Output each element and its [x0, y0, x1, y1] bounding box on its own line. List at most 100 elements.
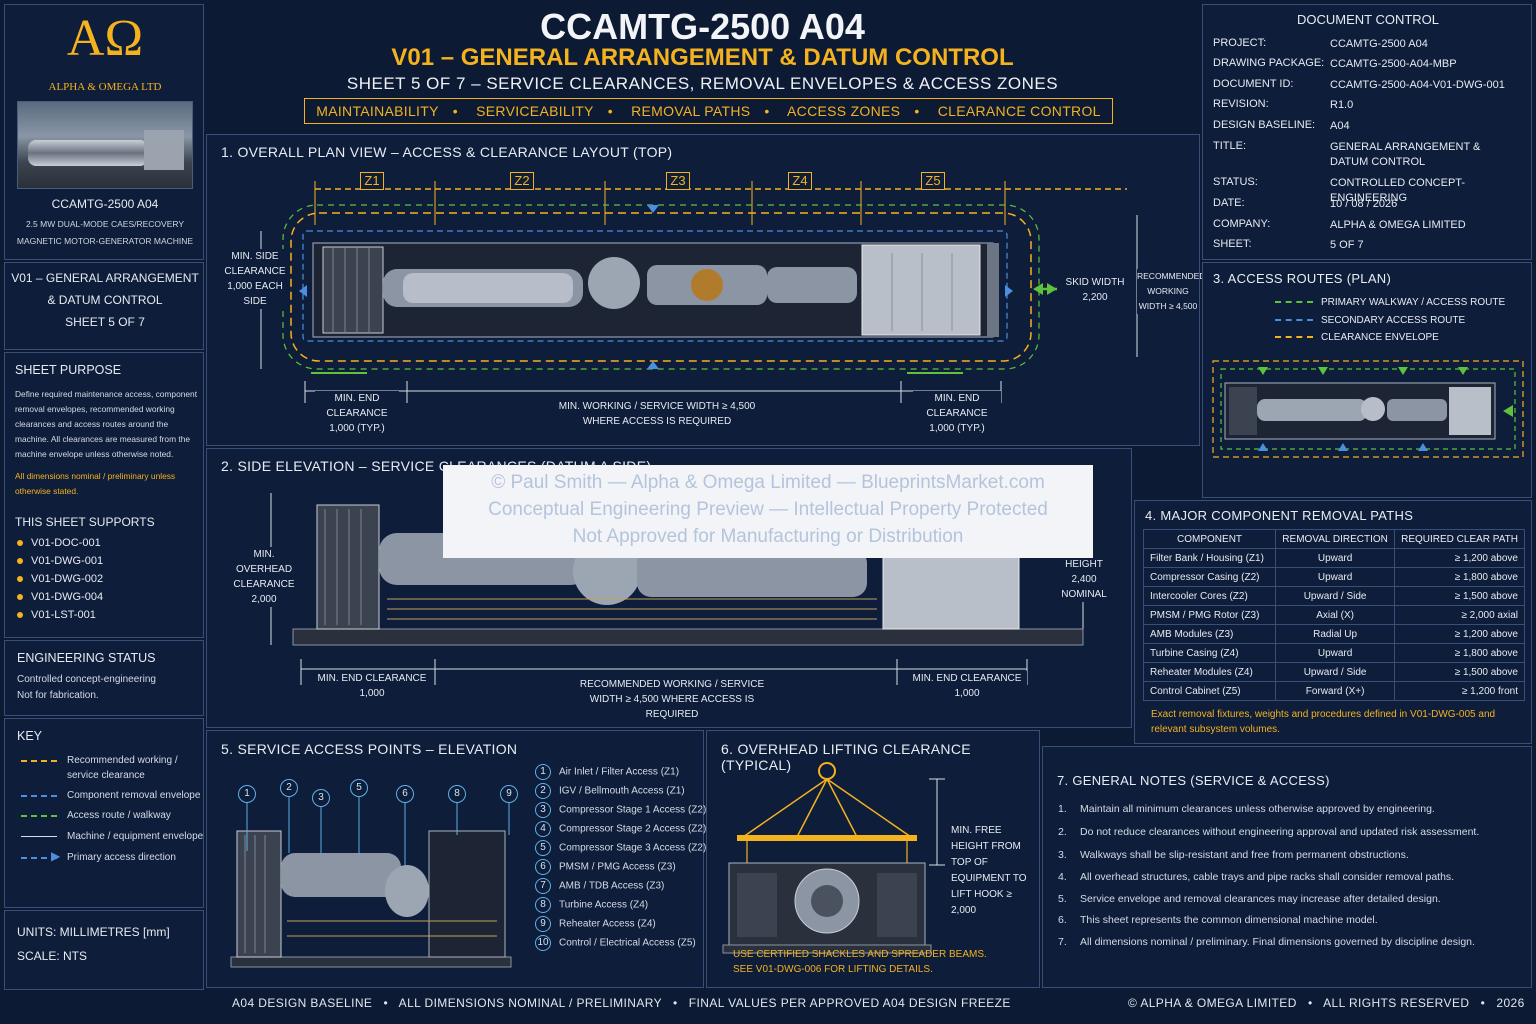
dc-row: DOCUMENT ID:CCAMTG-2500-A04-V01-DWG-001	[1213, 78, 1505, 91]
dc-row: COMPANY:ALPHA & OMEGA LIMITED	[1213, 218, 1466, 231]
key-title: KEY	[17, 729, 43, 743]
supports-item: V01-DOC-001	[17, 537, 103, 555]
note-item: 5.Service envelope and removal clearance…	[1058, 893, 1441, 905]
zone-label-z1: Z1	[360, 172, 384, 190]
key-swatch	[21, 815, 57, 817]
dc-row: STATUS:CONTROLLED CONCEPT-ENGINEERING	[1213, 176, 1466, 204]
route-legend-envelope: CLEARANCE ENVELOPE	[1275, 332, 1439, 348]
zone-label-z2: Z2	[510, 172, 534, 190]
watermark-line-2: Conceptual Engineering Preview — Intelle…	[488, 499, 1048, 520]
access-points-drawing	[230, 797, 512, 968]
footer-right: © ALPHA & OMEGA LIMITED • ALL RIGHTS RES…	[1128, 996, 1525, 1010]
route-legend-primary: PRIMARY WALKWAY / ACCESS ROUTE	[1275, 297, 1505, 313]
dc-row: PROJECT:CCAMTG-2500 A04	[1213, 37, 1428, 50]
table-row: Filter Bank / Housing (Z1)Upward≥ 1,200 …	[1142, 548, 1525, 568]
lifting-panel: 6. OVERHEAD LIFTING CLEARANCE (TYPICAL) …	[706, 730, 1040, 988]
lifting-title: 6. OVERHEAD LIFTING CLEARANCE (TYPICAL)	[721, 741, 971, 773]
scale-text: SCALE: NTS	[17, 949, 88, 963]
side-service-width: RECOMMENDED WORKING / SERVICE WIDTH ≥ 4,…	[567, 677, 777, 722]
note-item: 2.Do not reduce clearances without engin…	[1058, 826, 1480, 838]
rec-width-label: RECOMMENDED WORKING WIDTH ≥ 4,500	[1137, 269, 1205, 314]
key-swatch	[21, 857, 57, 859]
logo-company: ALPHA & OMEGA LTD	[48, 81, 162, 93]
dc-row: TITLE:GENERAL ARRANGEMENT & DATUM CONTRO…	[1213, 140, 1481, 168]
supports-item: V01-LST-001	[17, 609, 103, 627]
callout-9: 9	[500, 785, 518, 803]
route-legend-secondary: SECONDARY ACCESS ROUTE	[1275, 315, 1465, 331]
callout-5: 5	[350, 779, 368, 797]
tag-access-zones: ACCESS ZONES	[787, 103, 901, 119]
note-item: 1.Maintain all minimum clearances unless…	[1058, 803, 1435, 815]
skid-width-label: SKID WIDTH 2,200	[1065, 277, 1125, 303]
access-routes-title: 3. ACCESS ROUTES (PLAN)	[1213, 271, 1392, 286]
route-swatch	[1275, 301, 1313, 304]
general-notes-panel: 7. GENERAL NOTES (SERVICE & ACCESS)	[1042, 746, 1532, 988]
side-end-left: MIN. END CLEARANCE 1,000	[317, 671, 427, 701]
tag-removal-paths: REMOVAL PATHS	[631, 103, 751, 119]
table-row: PMSM / PMG Rotor (Z3)Axial (X)≥ 2,000 ax…	[1142, 605, 1525, 625]
supports-item: V01-DWG-002	[17, 573, 103, 591]
note-item: 3.Walkways shall be slip-resistant and f…	[1058, 849, 1409, 861]
access-points-panel: 5. SERVICE ACCESS POINTS – ELEVATION 1 2…	[206, 730, 704, 988]
callout-3: 3	[312, 789, 330, 807]
purpose-note: All dimensions nominal / preliminary unl…	[15, 471, 176, 496]
watermark: © Paul Smith — Alpha & Omega Limited — B…	[443, 465, 1093, 558]
dc-row: DATE:10 / 08 / 2026	[1213, 197, 1398, 210]
watermark-line-1: © Paul Smith — Alpha & Omega Limited — B…	[491, 472, 1045, 493]
zone-label-z4: Z4	[788, 172, 812, 190]
supports-list: V01-DOC-001 V01-DWG-001 V01-DWG-002 V01-…	[17, 537, 103, 627]
machine-photo	[17, 101, 193, 189]
access-routes-panel: 3. ACCESS ROUTES (PLAN) PRIMARY WALKWAY …	[1202, 262, 1532, 498]
logo: AΩ	[66, 10, 144, 67]
purpose-title: SHEET PURPOSE	[15, 363, 122, 377]
tag-clearance-control: CLEARANCE CONTROL	[937, 103, 1101, 119]
dc-row: DESIGN BASELINE:A04	[1213, 119, 1350, 132]
dc-row: REVISION:R1.0	[1213, 98, 1354, 111]
dc-row: SHEET:5 OF 7	[1213, 238, 1364, 251]
left-sheet-line-1: V01 – GENERAL ARRANGEMENT	[11, 271, 199, 285]
removal-paths-title: 4. MAJOR COMPONENT REMOVAL PATHS	[1145, 508, 1414, 523]
key-swatch	[21, 836, 57, 837]
page-title: CCAMTG-2500 A04	[540, 6, 865, 47]
removal-note: Exact removal fixtures, weights and proc…	[1151, 709, 1496, 735]
left-sheet-line-3: SHEET 5 OF 7	[65, 315, 145, 329]
zone-label-z3: Z3	[666, 172, 690, 190]
purpose-text: Define required maintenance access, comp…	[15, 389, 198, 459]
end-clearance-left: MIN. END CLEARANCE 1,000 (TYP.)	[315, 391, 399, 436]
plan-view-title: 1. OVERALL PLAN VIEW – ACCESS & CLEARANC…	[221, 144, 673, 160]
height-label: HEIGHT 2,400 NOMINAL	[1057, 557, 1111, 602]
lifting-note-1: USE CERTIFIED SHACKLES AND SPREADER BEAM…	[733, 949, 987, 960]
access-points-title: 5. SERVICE ACCESS POINTS – ELEVATION	[221, 741, 518, 757]
eng-status-panel: ENGINEERING STATUS Controlled concept-en…	[4, 640, 204, 716]
machine-desc-2: MAGNETIC MOTOR-GENERATOR MACHINE	[16, 236, 194, 246]
side-clearance-label: MIN. SIDE CLEARANCE 1,000 EACH SIDE	[223, 249, 287, 309]
tag-serviceability: SERVICEABILITY	[476, 103, 594, 119]
document-control-title: DOCUMENT CONTROL	[1296, 12, 1440, 27]
callout-2: 2	[280, 779, 298, 797]
sheet-title: SHEET 5 OF 7 – SERVICE CLEARANCES, REMOV…	[346, 74, 1059, 93]
end-clearance-right: MIN. END CLEARANCE 1,000 (TYP.)	[913, 391, 1001, 436]
table-row: Compressor Casing (Z2)Upward≥ 1,800 abov…	[1142, 567, 1525, 587]
table-row: AMB Modules (Z3)Radial Up≥ 1,200 above	[1142, 624, 1525, 644]
eng-status-title: ENGINEERING STATUS	[17, 651, 156, 665]
machine-desc-1: 2.5 MW DUAL-MODE CAES/RECOVERY	[25, 219, 185, 229]
eng-status-line-1: Controlled concept-engineering	[17, 674, 156, 685]
left-sheet-line-2: & DATUM CONTROL	[47, 293, 163, 307]
callout-8: 8	[448, 785, 466, 803]
purpose-panel: SHEET PURPOSE Define required maintenanc…	[4, 352, 204, 638]
lifting-note-2: SEE V01-DWG-006 FOR LIFTING DETAILS.	[733, 964, 933, 975]
supports-title: THIS SHEET SUPPORTS	[15, 515, 155, 529]
logo-panel: AΩ ALPHA & OMEGA LTD CCAMTG-2500 A04 2.5…	[4, 4, 204, 260]
key-swatch	[21, 795, 57, 797]
table-row: Reheater Modules (Z4)Upward / Side≥ 1,50…	[1142, 662, 1525, 682]
tag-maintainability: MAINTAINABILITY	[316, 103, 439, 119]
lifting-dim-label: MIN. FREE HEIGHT FROM TOP OF EQUIPMENT T…	[951, 825, 1027, 916]
eng-status-line-2: Not for fabrication.	[17, 690, 99, 701]
